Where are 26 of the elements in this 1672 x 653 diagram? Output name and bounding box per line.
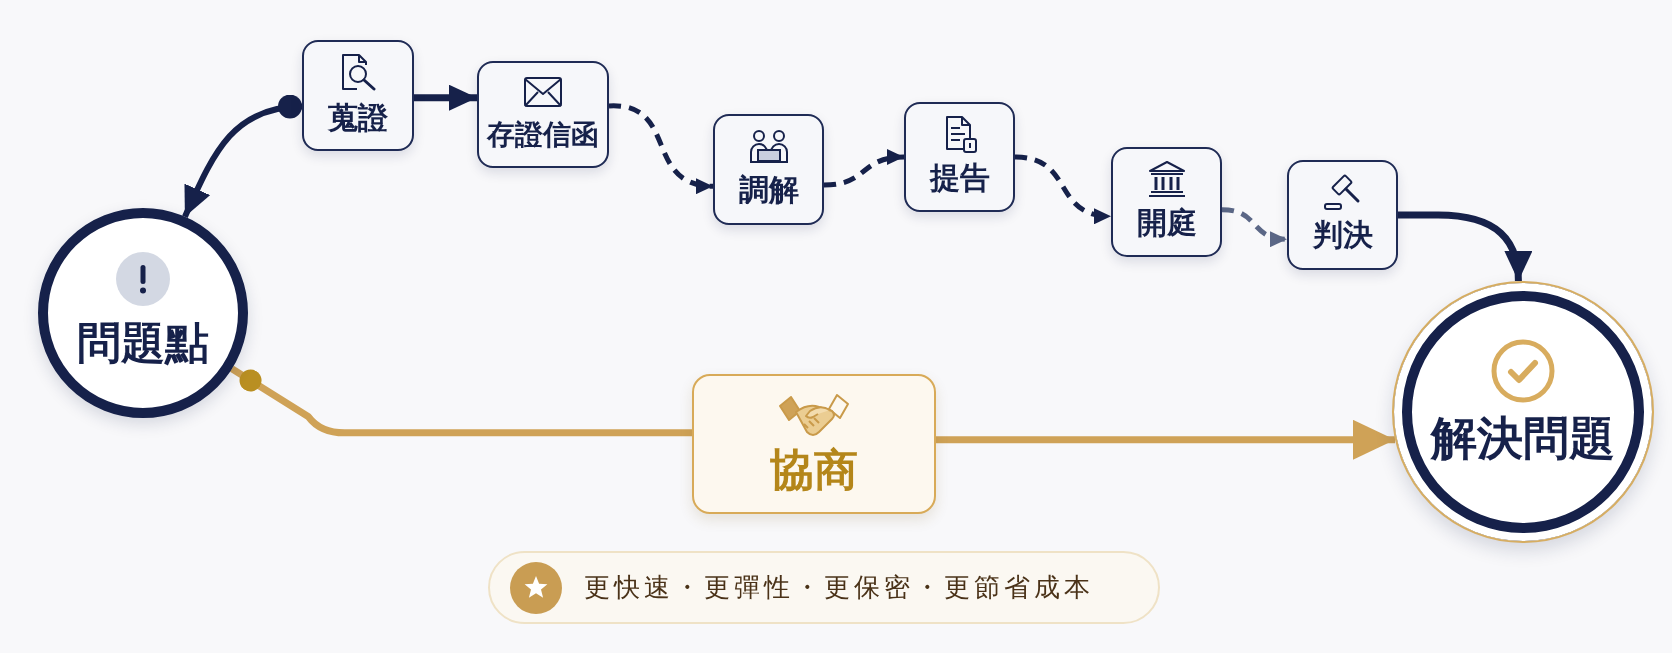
process-box	[1111, 147, 1222, 257]
arrow	[414, 84, 477, 111]
step-label: 問題點	[77, 318, 209, 368]
arrow	[936, 419, 1395, 460]
process-box	[904, 102, 1015, 212]
process-box	[477, 61, 609, 168]
arrow	[1221, 207, 1288, 247]
arrow	[1398, 211, 1532, 282]
note-text: 更快速・更彈性・更保密・更節省成本	[584, 572, 1094, 603]
step-label: 調解	[738, 172, 799, 207]
arrow	[823, 149, 905, 188]
step-label: 判決	[1312, 218, 1373, 252]
process-box	[692, 374, 936, 514]
process-box	[302, 40, 414, 151]
step-label: 開庭	[1136, 206, 1197, 240]
step-label: 蒐證	[328, 100, 388, 135]
arrow	[182, 95, 303, 218]
process-box	[713, 114, 824, 225]
arrow	[1014, 154, 1112, 223]
process-box	[1287, 160, 1398, 270]
step-label: 提告	[929, 161, 990, 195]
step-label: 解決問題	[1431, 413, 1615, 465]
step-label: 協商	[770, 445, 858, 495]
connector-line	[230, 365, 692, 437]
arrow	[608, 103, 714, 193]
step-label: 存證信函	[487, 118, 599, 151]
